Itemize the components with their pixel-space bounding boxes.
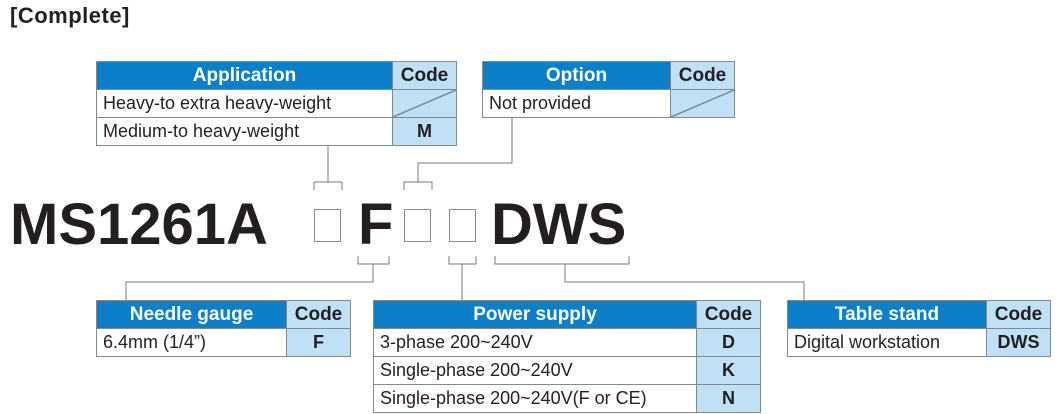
application-code-header: Code (392, 61, 457, 90)
application-header: Application (96, 61, 393, 90)
option-label: Not provided (482, 89, 671, 118)
table-row: 6.4mm (1/4”) F (96, 328, 351, 357)
power-supply-code: D (696, 328, 761, 357)
table-row: Single-phase 200~240V(F or CE) N (373, 384, 761, 413)
power-supply-code: K (696, 356, 761, 385)
table-stand-header: Table stand (787, 300, 987, 329)
power-supply-label: 3-phase 200~240V (373, 328, 697, 357)
needle-gauge-code: F (286, 328, 351, 357)
table-row: Digital workstation DWS (787, 328, 1051, 357)
power-supply-label: Single-phase 200~240V(F or CE) (373, 384, 697, 413)
option-header: Option (482, 61, 671, 90)
table-stand-label: Digital workstation (787, 328, 987, 357)
application-label: Medium-to heavy-weight (96, 117, 393, 146)
needle-gauge-header: Needle gauge (96, 300, 287, 329)
option-code-slot (404, 209, 431, 242)
page-title: [Complete] (10, 3, 130, 28)
power-supply-code-slot (449, 209, 476, 242)
table-stand-code-header: Code (986, 300, 1051, 329)
table-row: Single-phase 200~240V K (373, 356, 761, 385)
model-suffix: DWS (491, 192, 627, 257)
table-row: 3-phase 200~240V D (373, 328, 761, 357)
power-supply-code-header: Code (696, 300, 761, 329)
application-code-slot (314, 209, 341, 242)
needle-gauge-label: 6.4mm (1/4”) (96, 328, 287, 357)
option-code-header: Code (670, 61, 735, 90)
not-applicable-cell (670, 89, 735, 118)
power-supply-header: Power supply (373, 300, 697, 329)
power-supply-code: N (696, 384, 761, 413)
power-supply-table: Power supply Code 3-phase 200~240V D Sin… (373, 300, 761, 413)
table-row: Medium-to heavy-weight M (96, 117, 457, 146)
table-stand-code: DWS (986, 328, 1051, 357)
option-table: Option Code Not provided (482, 61, 735, 118)
model-needle-gauge: F (358, 192, 394, 257)
application-table: Application Code Heavy-to extra heavy-we… (96, 61, 457, 146)
power-supply-label: Single-phase 200~240V (373, 356, 697, 385)
model-prefix: MS1261A (10, 192, 268, 257)
needle-gauge-table: Needle gauge Code 6.4mm (1/4”) F (96, 300, 351, 357)
application-code: M (392, 117, 457, 146)
table-row: Not provided (482, 89, 735, 118)
table-stand-table: Table stand Code Digital workstation DWS (787, 300, 1051, 357)
needle-gauge-code-header: Code (286, 300, 351, 329)
not-applicable-cell (392, 89, 457, 118)
